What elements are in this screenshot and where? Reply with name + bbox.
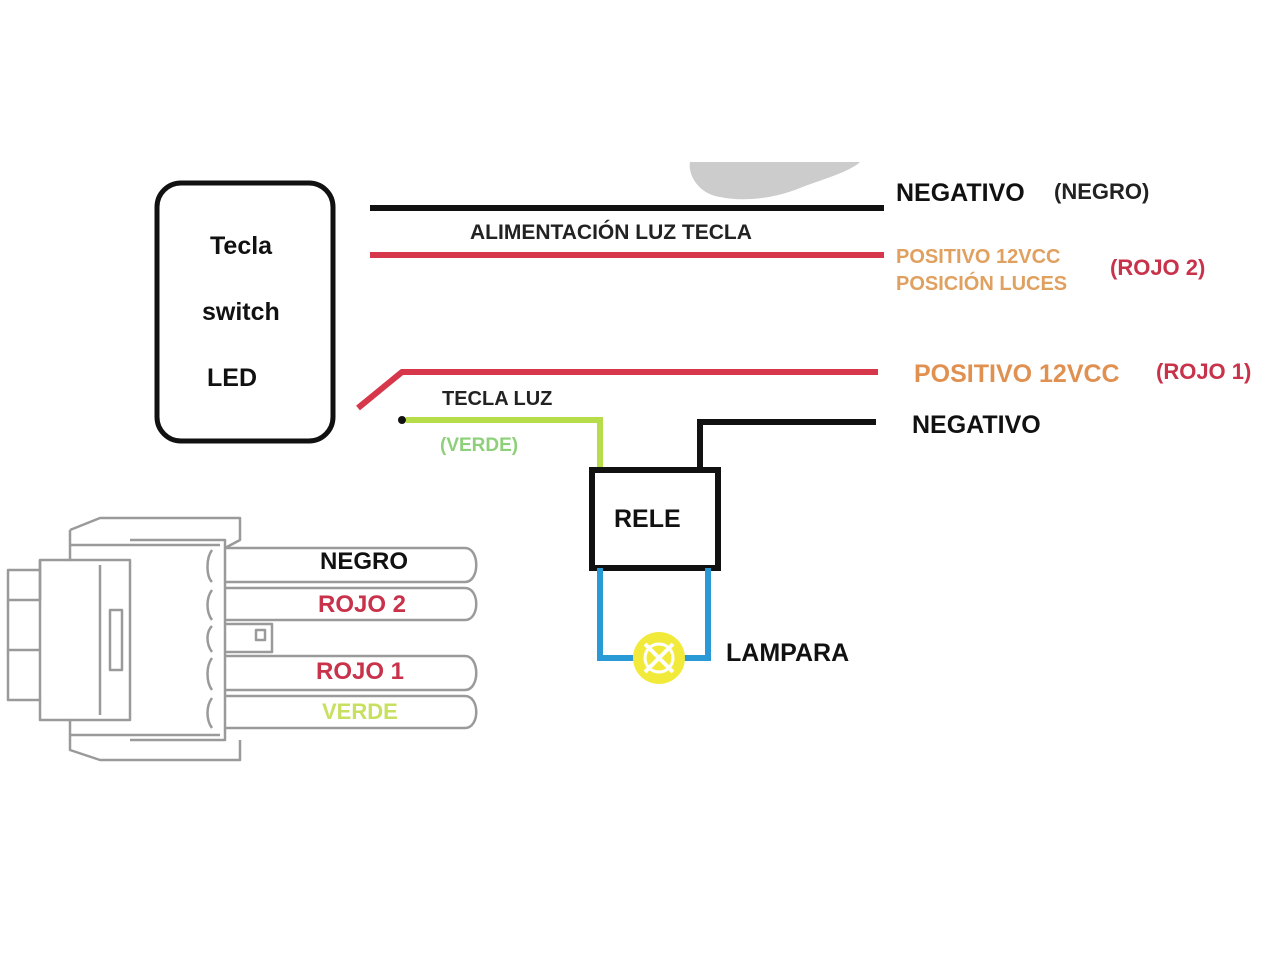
label-alimentacion: ALIMENTACIÓN LUZ TECLA — [470, 220, 752, 244]
wire-negativo-mid — [697, 419, 876, 470]
label-lampara: LAMPARA — [726, 639, 849, 667]
switch-box — [154, 180, 336, 444]
wire-verde — [406, 417, 603, 470]
connector-label-verde: VERDE — [322, 699, 398, 724]
label-positivo-12vcc-a: POSITIVO 12VCC — [896, 246, 1061, 268]
switch-contact — [398, 416, 406, 424]
connector-drawing — [6, 516, 478, 762]
relay-box — [589, 467, 721, 571]
switch-label-tecla: Tecla — [210, 232, 273, 260]
gray-blob — [689, 162, 860, 200]
wire-blue-right — [684, 568, 711, 661]
label-negro-top: (NEGRO) — [1054, 179, 1149, 204]
wire-blue-left — [597, 568, 634, 661]
label-positivo-12vcc-b: POSITIVO 12VCC — [914, 360, 1120, 388]
connector-label-rojo1: ROJO 1 — [316, 658, 404, 685]
label-negativo-mid: NEGATIVO — [912, 411, 1041, 439]
lamp-icon — [633, 632, 685, 684]
label-rojo1: (ROJO 1) — [1156, 359, 1251, 384]
label-rele: RELE — [614, 505, 681, 533]
label-verde: (VERDE) — [440, 435, 518, 456]
connector-label-rojo2: ROJO 2 — [318, 591, 406, 618]
label-rojo2: (ROJO 2) — [1110, 255, 1205, 280]
connector-label-negro: NEGRO — [320, 548, 408, 575]
switch-label-switch: switch — [202, 298, 280, 326]
label-tecla-luz: TECLA LUZ — [442, 388, 552, 410]
wire-rojo1 — [356, 369, 878, 411]
label-posicion-luces: POSICIÓN LUCES — [896, 271, 1067, 295]
switch-label-led: LED — [207, 364, 257, 392]
label-negativo-top: NEGATIVO — [896, 179, 1025, 207]
